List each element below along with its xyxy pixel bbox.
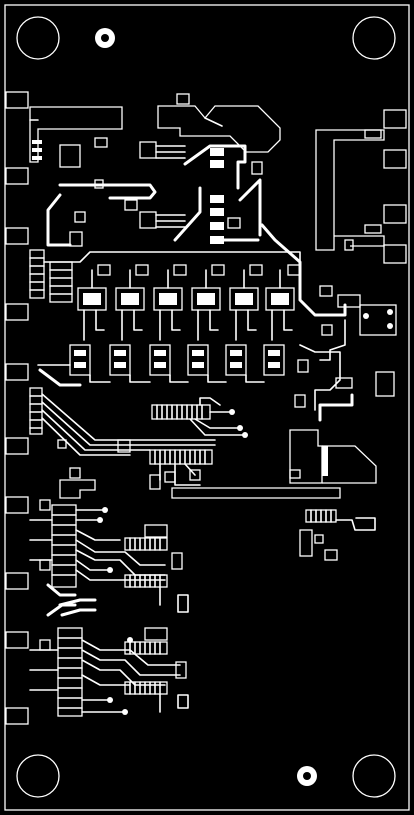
power-block-middle — [46, 178, 262, 247]
mounting-hole-top-left — [16, 16, 60, 60]
mounting-hole-bottom-right — [352, 754, 396, 798]
driver-channel — [77, 264, 111, 341]
fiducial-bottom — [297, 766, 317, 786]
mounting-hole-top-right — [352, 16, 396, 60]
trace-network-right-middle — [260, 223, 397, 422]
driver-channel — [229, 264, 263, 341]
power-block-top-center — [139, 93, 281, 190]
driver-channel-array — [29, 249, 301, 387]
board-outline — [4, 4, 410, 811]
left-edge-pads — [5, 91, 29, 725]
ic-right-lower — [299, 509, 376, 561]
lower-channel-1 — [29, 467, 189, 613]
driver-channel — [265, 264, 301, 341]
fiducial-top — [95, 28, 115, 48]
right-edge-pads — [383, 109, 407, 264]
copper-pour-right — [315, 129, 385, 251]
driver-channel — [115, 264, 149, 341]
output-stage-row — [37, 344, 285, 387]
driver-channel — [191, 264, 225, 341]
lower-channel-2 — [29, 603, 189, 717]
driver-channel — [153, 264, 187, 341]
ic-center — [149, 397, 341, 499]
signal-bus-left-middle — [29, 387, 216, 456]
mounting-hole-bottom-left — [16, 754, 60, 798]
power-trace-top — [29, 106, 123, 168]
copper-pour-right-lower — [289, 429, 377, 484]
